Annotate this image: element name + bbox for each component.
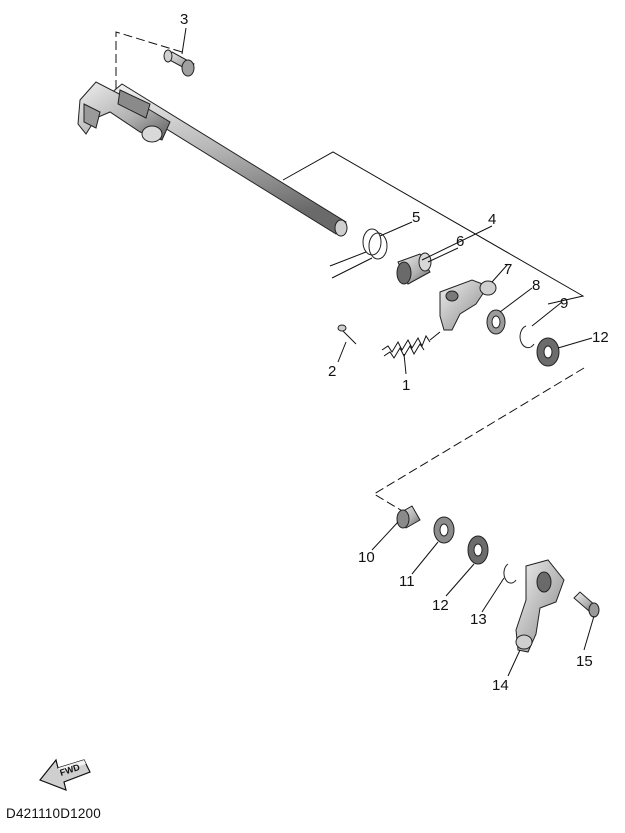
diagram-code: D421110D1200	[6, 806, 101, 821]
callout-8: 8	[532, 277, 540, 294]
callouts: 1 2 3 4 5 6 7 8 9 10 11 12 12 13 14 15	[180, 11, 609, 694]
part-3-pin	[163, 49, 195, 77]
callout-1: 1	[402, 377, 410, 394]
callout-3: 3	[180, 11, 188, 28]
shift-shaft-assembly	[77, 81, 348, 237]
assembly-reference-lines	[115, 31, 585, 513]
part-6-collar	[396, 252, 432, 285]
part-7-lever	[439, 279, 497, 331]
callout-2: 2	[328, 363, 336, 380]
part-14-shift-arm	[515, 559, 565, 653]
callout-9: 9	[560, 295, 568, 312]
callout-13: 13	[470, 611, 487, 628]
callout-10: 10	[358, 549, 375, 566]
callout-7: 7	[504, 261, 512, 278]
part-12-washer-upper-hole	[543, 345, 553, 359]
part-10-bushing	[396, 505, 421, 529]
part-11-oil-seal-hole	[439, 523, 449, 537]
callout-4: 4	[488, 211, 496, 228]
part-13-circlip	[503, 563, 517, 584]
callout-14: 14	[492, 677, 509, 694]
callout-leaders	[181, 27, 595, 677]
part-12-washer-lower-hole	[473, 543, 483, 557]
part-2-bolt	[337, 324, 357, 345]
part-9-circlip	[519, 325, 535, 349]
callout-11: 11	[399, 573, 415, 590]
callout-12-lower: 12	[432, 597, 449, 614]
callout-12-upper: 12	[592, 329, 609, 346]
part-5-torsion-spring	[329, 228, 388, 279]
fwd-arrow-icon: FWD	[39, 758, 91, 791]
part-15-bolt	[573, 591, 600, 618]
callout-6: 6	[456, 233, 464, 250]
part-1-spring	[381, 331, 441, 359]
callout-5: 5	[412, 209, 420, 226]
part-8-washer-hole	[491, 315, 501, 329]
callout-15: 15	[576, 653, 593, 670]
